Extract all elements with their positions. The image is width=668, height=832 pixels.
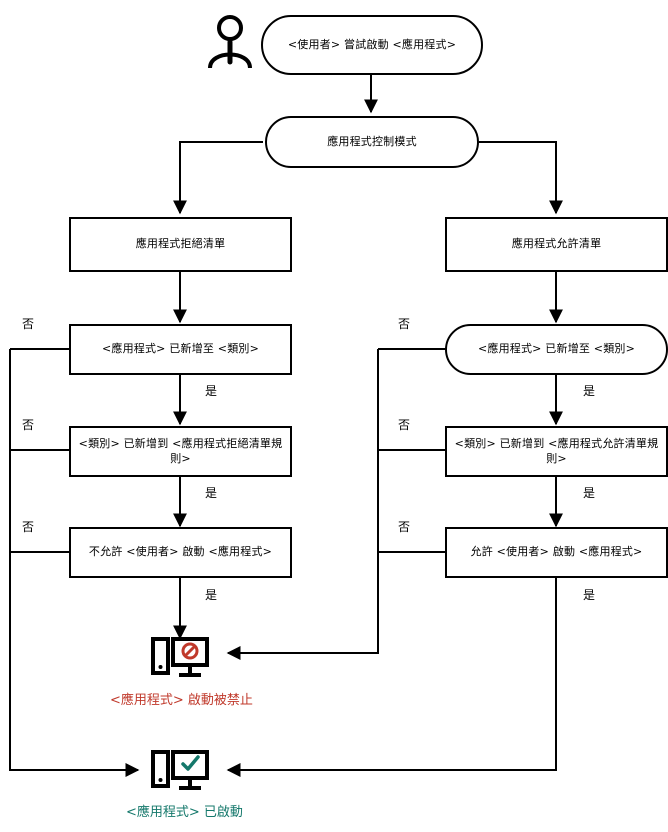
monitor-blocked-icon <box>151 637 209 687</box>
edge-label-yes-deny-rule: 是 <box>205 486 218 500</box>
person-icon-glyph <box>208 15 252 69</box>
node-control-mode: 應用程式控制模式 <box>265 116 479 168</box>
node-allowlist-label: 應用程式允許清單 <box>511 237 602 251</box>
edge-label-no-deny-category: 否 <box>22 317 35 331</box>
edge-left-no-bus-to-allowed <box>9 349 140 777</box>
edge-mode-to-allowlist <box>479 141 563 215</box>
node-control-mode-label: 應用程式控制模式 <box>327 134 417 148</box>
monitor-blocked-icon-glyph <box>151 637 209 677</box>
node-start: <使用者> 嘗試啟動 <應用程式> <box>261 15 483 75</box>
edge-label-no-deny-rule: 否 <box>22 418 35 432</box>
node-deny-launch: 不允許 <使用者> 啟動 <應用程式> <box>69 527 292 578</box>
edge-mode-to-denylist <box>173 141 263 215</box>
node-denylist-label: 應用程式拒絕清單 <box>135 237 226 251</box>
monitor-check-icon-glyph <box>151 750 209 790</box>
outcome-denied-label: <應用程式> 啟動被禁止 <box>110 693 253 708</box>
node-allow-category-rule: <類別> 已新增到 <應用程式允許清單規則> <box>445 426 668 477</box>
node-start-label: <使用者> 嘗試啟動 <應用程式> <box>287 37 457 51</box>
node-denylist: 應用程式拒絕清單 <box>69 217 292 272</box>
node-allow-launch: 允許 <使用者> 啟動 <應用程式> <box>445 527 668 578</box>
node-allowlist: 應用程式允許清單 <box>445 217 668 272</box>
node-allow-added-to-category: <應用程式> 已新增至 <類別> <box>445 324 668 375</box>
outcome-allowed-label: <應用程式> 已啟動 <box>126 805 243 820</box>
monitor-check-icon <box>151 750 209 800</box>
node-deny-category-rule: <類別> 已新增到 <應用程式拒絕清單規則> <box>69 426 292 477</box>
edge-label-no-allow-rule: 否 <box>398 418 411 432</box>
edge-label-yes-allow-rule: 是 <box>583 486 596 500</box>
edge-label-yes-allow-category: 是 <box>583 384 596 398</box>
node-allow-category-rule-label: <類別> 已新增到 <應用程式允許清單規則> <box>454 437 659 465</box>
edge-label-no-allow-launch: 否 <box>398 520 411 534</box>
edge-middle-no-bus-to-denied <box>226 349 379 660</box>
edge-allow-start-yes-to-allowed <box>226 578 557 777</box>
edge-label-yes-deny-category: 是 <box>205 384 218 398</box>
node-deny-added-to-category-label: <應用程式> 已新增至 <類別> <box>101 342 260 356</box>
node-allow-launch-label: 允許 <使用者> 啟動 <應用程式> <box>470 545 643 559</box>
node-allow-added-to-category-label: <應用程式> 已新增至 <類別> <box>477 342 636 356</box>
node-deny-launch-label: 不允許 <使用者> 啟動 <應用程式> <box>88 545 273 559</box>
edge-label-no-allow-category: 否 <box>398 317 411 331</box>
edge-label-yes-allow-launch: 是 <box>583 588 596 602</box>
node-deny-category-rule-label: <類別> 已新增到 <應用程式拒絕清單規則> <box>78 437 283 465</box>
person-icon <box>204 12 256 74</box>
edge-label-yes-deny-launch: 是 <box>205 588 218 602</box>
edge-label-no-deny-launch: 否 <box>22 520 35 534</box>
node-deny-added-to-category: <應用程式> 已新增至 <類別> <box>69 324 292 375</box>
